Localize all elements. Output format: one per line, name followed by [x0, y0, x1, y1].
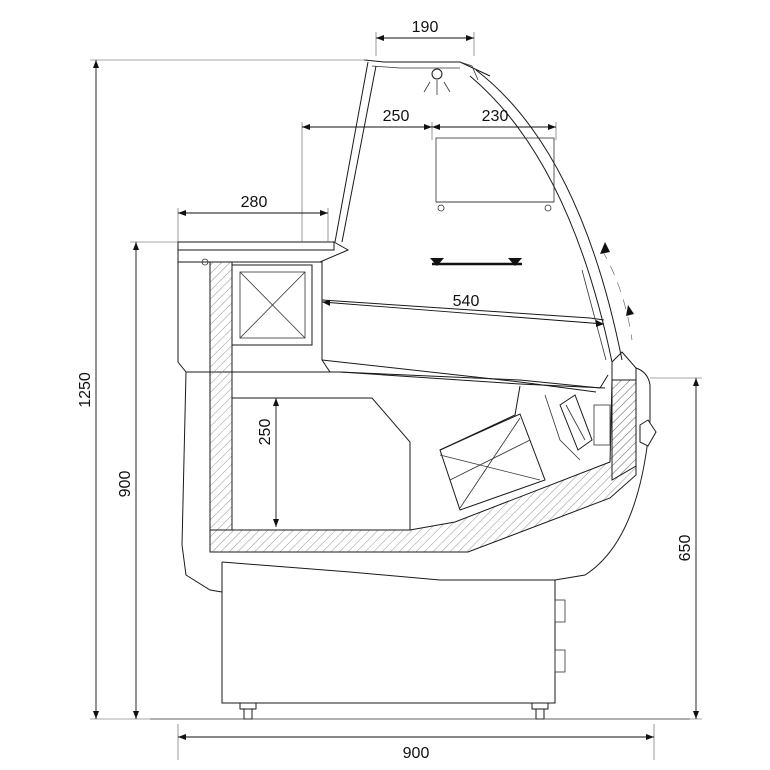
dim-900-depth-label: 900 [403, 745, 430, 762]
lamp-bracket [459, 61, 479, 81]
dim-250-inner-arrow-bottom [273, 519, 279, 527]
top-canopy-inner [371, 65, 460, 69]
dim-650-arrow-bottom [693, 711, 699, 719]
deck-lower-edge [321, 359, 597, 393]
base-vent-lower [554, 649, 566, 673]
dim-900-arrow-bottom [133, 711, 139, 719]
lower-coil-cross-b [459, 417, 521, 509]
rear-housing-outline [177, 250, 606, 389]
fan-unit [559, 394, 593, 451]
dim-900-depth-arrow-left [178, 734, 186, 740]
front-drain [593, 404, 611, 446]
dim-250-inner-arrow-top [273, 398, 279, 406]
upper-shelf-panel [435, 137, 555, 203]
foot-right [531, 702, 549, 710]
middle-shelf-left-mark [430, 258, 444, 266]
dim-280-arrow-left [178, 210, 186, 216]
lower-coil-cross-a [439, 454, 541, 481]
front-glass-inner [469, 75, 613, 363]
dim-900-vertical-label: 900 [117, 471, 134, 498]
dim-280-arrow-right [320, 210, 328, 216]
inner-tank-line [232, 397, 411, 530]
rear-shelf-support [178, 241, 350, 263]
lamp-ray-2 [423, 81, 431, 93]
dim-250-arrow-right [424, 124, 432, 130]
dim-900-depth-arrow-right [646, 734, 654, 740]
base-vent-upper [554, 599, 566, 623]
lamp-ray-3 [443, 81, 451, 93]
upper-shelf-bolt-right [544, 204, 552, 212]
front-glass-lower [581, 269, 607, 361]
foot-right-stem [535, 708, 545, 720]
foot-left-stem [243, 708, 253, 720]
fan-inner [565, 404, 586, 441]
rear-glass-inner [341, 65, 377, 243]
dim-190-arrow-left [376, 35, 384, 41]
dim-280-label: 280 [241, 194, 268, 211]
dim-230-arrow-left [432, 124, 440, 130]
dim-650-label: 650 [677, 535, 694, 562]
foot-left [239, 702, 257, 710]
dim-230-arrow-right [548, 124, 556, 130]
evaporator-cross-b [239, 271, 306, 339]
dim-650-arrow-top [693, 378, 699, 386]
evaporator-inner [239, 271, 306, 339]
interior [231, 261, 611, 530]
shelf-bolt [201, 258, 209, 266]
front-air-return [439, 385, 521, 451]
rear-work-shelf [177, 241, 335, 251]
glass-swing-arc [601, 249, 633, 341]
rear-panel [181, 371, 223, 593]
dim-230-label: 230 [482, 108, 509, 125]
lower-coil-cross-c [449, 439, 531, 481]
lamp-icon [431, 68, 443, 80]
fan-housing [544, 394, 581, 461]
evaporator-box [231, 264, 313, 346]
top-canopy [363, 59, 491, 77]
glass-hinge [611, 351, 637, 381]
tank-rear-wall [209, 261, 233, 531]
dim-250-inner-label: 250 [257, 419, 274, 446]
dim-540-arrow-right [596, 320, 604, 327]
dim-250-upper-label: 250 [383, 108, 410, 125]
dim-540-label: 540 [453, 293, 480, 310]
dim-900-arrow-top [133, 242, 139, 250]
deck-upper-slope [339, 371, 609, 389]
front-bumper [639, 419, 657, 447]
tank-bottom-curve [221, 367, 651, 581]
dim-190-arrow-right [466, 35, 474, 41]
cabinet-body [150, 250, 690, 720]
dim-190-label: 190 [412, 19, 439, 36]
dim-1250-arrow-bottom [93, 711, 99, 719]
glass-swing-arrow-top [600, 242, 610, 254]
tank-front-wall [611, 379, 637, 481]
display-deck [321, 299, 605, 321]
insulated-tank [209, 261, 637, 553]
lower-coil [439, 413, 546, 511]
air-duct [312, 261, 331, 373]
dim-540-line [321, 301, 605, 325]
dim-250-arrow-left [302, 124, 310, 130]
top-structure [177, 59, 657, 447]
dim-1250-arrow-top [93, 60, 99, 68]
dimension-lines: 190 250 230 280 540 250 12 [77, 19, 702, 762]
dim-540-arrow-left [322, 300, 330, 306]
rear-glass-outer [334, 61, 369, 243]
middle-shelf-right-mark [508, 258, 522, 266]
front-glass-outer [475, 69, 623, 361]
dim-1250-label: 1250 [77, 372, 94, 408]
upper-shelf-bolt-left [437, 204, 445, 212]
glass-swing-arrow-mid [626, 305, 634, 316]
base-plinth [221, 562, 556, 704]
